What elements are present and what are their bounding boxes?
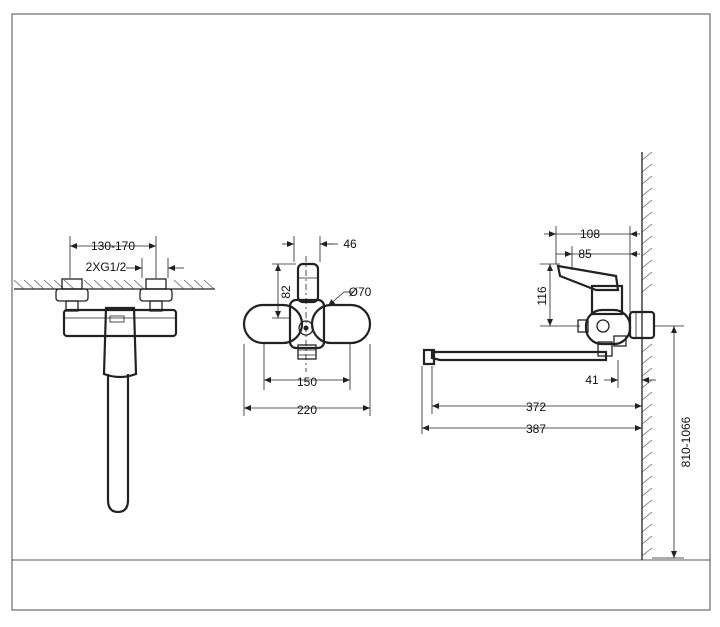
side-dim-46: 46 — [282, 236, 357, 262]
side-dim-82: 82 — [272, 263, 296, 319]
profile-view: 108 85 116 41 372 — [421, 151, 693, 560]
front-dim-spacing: 130-170 — [69, 236, 157, 278]
profile-dim-85: 85 — [556, 246, 640, 270]
front-mixer-body — [62, 306, 178, 514]
dim-mount-height-label: 810-1066 — [679, 416, 693, 467]
dim-spout-387-label: 387 — [526, 422, 546, 436]
dim-inner-width-label: 150 — [297, 375, 317, 389]
dim-wall-41-label: 41 — [585, 373, 599, 387]
side-mixer-body — [242, 256, 372, 372]
dim-handle-offset-label: 46 — [343, 237, 357, 251]
side-dim-220: 220 — [243, 344, 371, 417]
front-connector-right — [139, 278, 173, 312]
dim-inlet-spacing-label: 130-170 — [91, 239, 135, 253]
front-view: 130-170 2XG1/2 — [13, 236, 215, 514]
dim-height-label: 82 — [279, 285, 293, 299]
profile-dim-372: 372 — [431, 366, 642, 414]
front-dim-thread: 2XG1/2 — [86, 258, 184, 278]
profile-mixer-body — [422, 264, 656, 366]
dim-height-116-label: 116 — [535, 286, 549, 305]
dim-spout-372-label: 372 — [526, 400, 546, 414]
profile-dim-116: 116 — [535, 263, 580, 327]
dim-lever-108-label: 108 — [580, 227, 600, 241]
profile-dim-mount-height: 810-1066 — [652, 325, 693, 559]
front-connector-left — [55, 278, 89, 312]
dim-thread-label: 2XG1/2 — [86, 260, 127, 274]
dim-outer-width-label: 220 — [297, 403, 317, 417]
side-dim-diameter: Ø70 — [327, 285, 372, 307]
dim-diameter-label: Ø70 — [349, 285, 372, 299]
side-dim-150: 150 — [263, 344, 351, 390]
profile-wall — [641, 151, 653, 560]
profile-dim-108: 108 — [544, 226, 640, 312]
profile-dim-41: 41 — [585, 360, 656, 388]
dim-lever-85-label: 85 — [578, 247, 592, 261]
side-view: 46 82 Ø70 150 220 — [242, 236, 372, 417]
drawing-frame — [11, 13, 711, 611]
front-wall — [13, 279, 215, 290]
profile-dim-387: 387 — [421, 366, 642, 436]
